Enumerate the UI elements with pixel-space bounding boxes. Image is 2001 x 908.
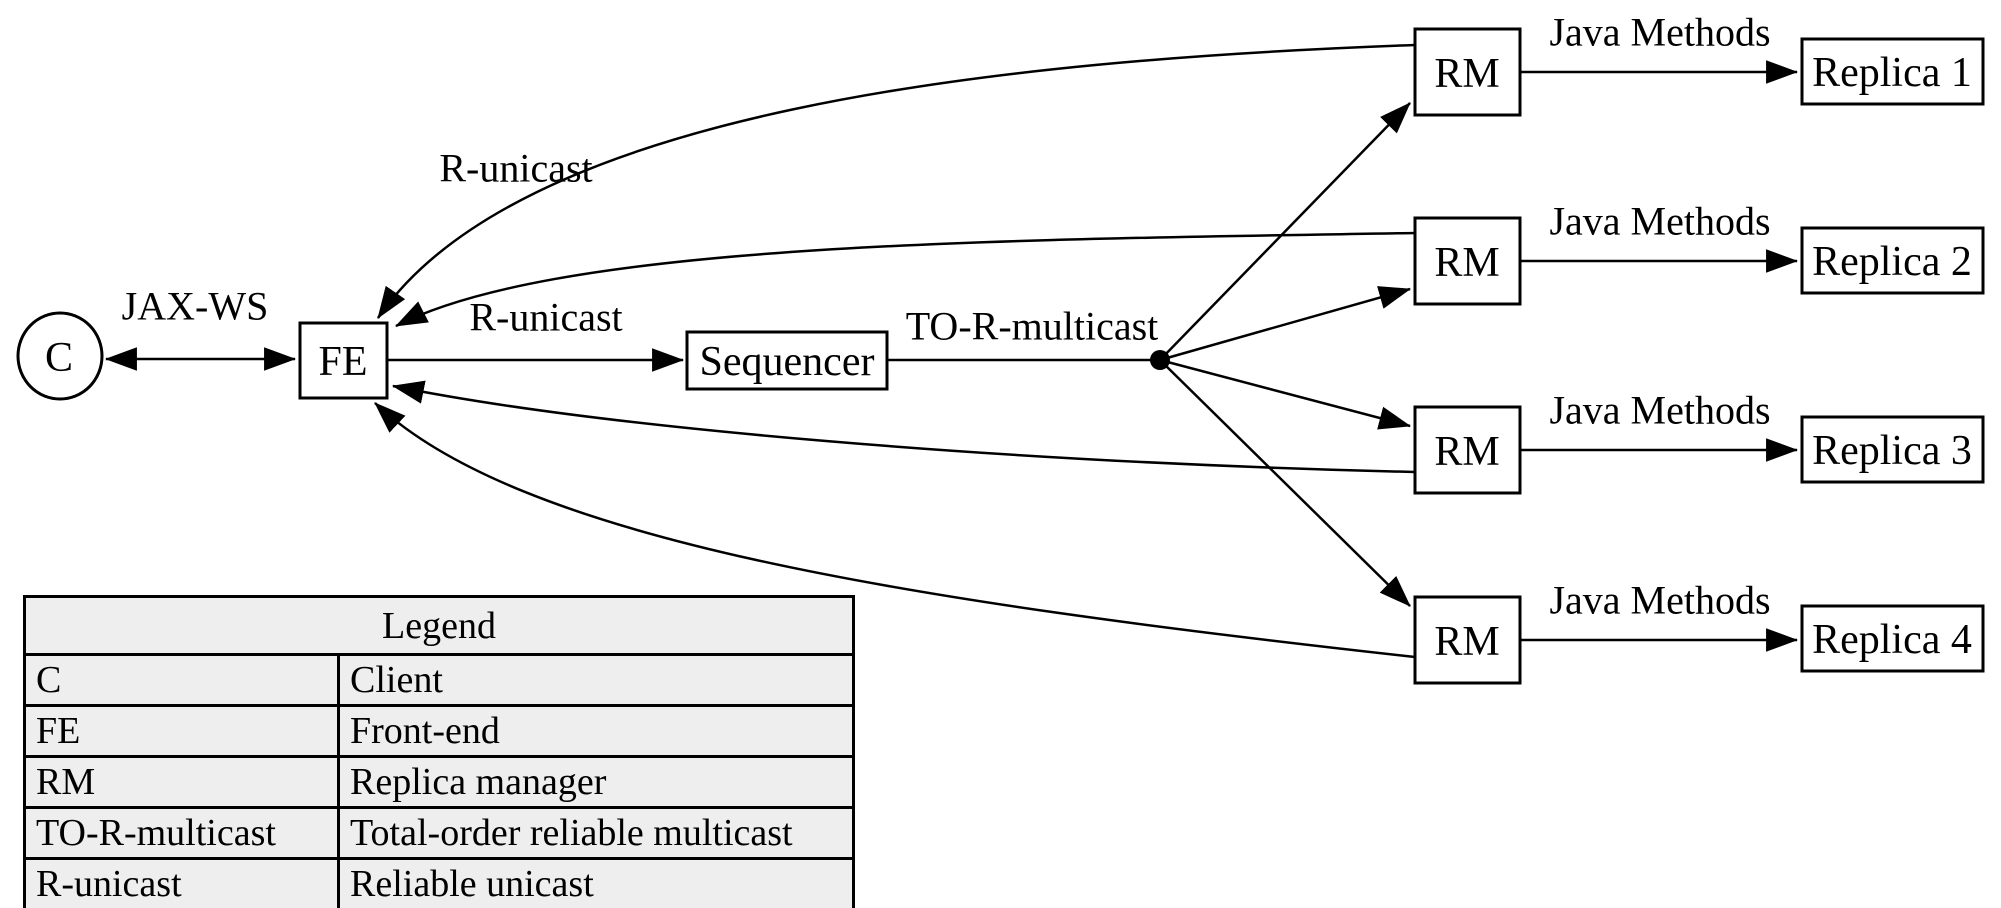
legend-table: Legend C Client FE Front-end RM Replica … <box>23 595 855 908</box>
legend-abbr: C <box>23 653 340 707</box>
java-methods-label-4: Java Methods <box>1549 578 1770 623</box>
to-r-multicast-label: TO-R-multicast <box>906 304 1159 349</box>
jax-ws-label: JAX-WS <box>122 284 269 329</box>
legend-abbr: FE <box>23 704 340 758</box>
legend-meaning: Front-end <box>337 704 855 758</box>
edge-junction-rm1 <box>1159 102 1411 361</box>
legend-meaning: Reliable unicast <box>337 857 855 908</box>
frontend-label: FE <box>318 339 367 385</box>
legend-row-frontend: FE Front-end <box>23 704 855 758</box>
rm3-label: RM <box>1434 429 1499 475</box>
multicast-junction-dot <box>1150 350 1170 370</box>
client-node <box>16 311 104 401</box>
legend-abbr: RM <box>23 755 340 809</box>
legend-meaning: Total-order reliable multicast <box>337 806 855 860</box>
rm1-label: RM <box>1434 51 1499 97</box>
legend-meaning: Replica manager <box>337 755 855 809</box>
replica4-label: Replica 4 <box>1812 617 1972 663</box>
sequencer-label: Sequencer <box>700 339 875 385</box>
java-methods-label-1: Java Methods <box>1549 10 1770 55</box>
rm1-node <box>1413 27 1522 117</box>
legend-row-client: C Client <box>23 653 855 707</box>
rm2-node <box>1413 216 1522 306</box>
edge-rm1-fe-return <box>376 43 1416 319</box>
client-label: C <box>45 335 73 381</box>
rm4-label: RM <box>1434 619 1499 665</box>
edge-junction-rm4 <box>1159 359 1411 607</box>
rm4-node <box>1413 595 1522 685</box>
rm2-label: RM <box>1434 240 1499 286</box>
replica2-label: Replica 2 <box>1812 239 1972 285</box>
edge-rm3-fe-return <box>391 380 1416 474</box>
replica1-label: Replica 1 <box>1812 50 1972 96</box>
sequencer-node <box>685 330 889 391</box>
rm3-node <box>1413 405 1522 495</box>
edge-junction-rm2 <box>1159 286 1412 362</box>
replica4-node <box>1800 604 1985 673</box>
replica3-node <box>1800 415 1985 484</box>
legend-header-row: Legend <box>23 595 855 656</box>
edge-junction-rm3 <box>1159 358 1412 430</box>
legend-meaning: Client <box>337 653 855 707</box>
frontend-node <box>298 321 389 400</box>
legend-title: Legend <box>23 595 855 656</box>
java-methods-label-2: Java Methods <box>1549 199 1770 244</box>
replica3-label: Replica 3 <box>1812 428 1972 474</box>
edge-rm4-fe-return <box>374 402 1416 659</box>
legend-abbr: R-unicast <box>23 857 340 908</box>
edge-rm2-fe-return <box>395 231 1416 328</box>
r-unicast-mid-label: R-unicast <box>469 295 622 340</box>
legend-abbr: TO-R-multicast <box>23 806 340 860</box>
legend-row-r-unicast: R-unicast Reliable unicast <box>23 857 855 908</box>
replica1-node <box>1800 37 1985 106</box>
legend-row-to-r-multicast: TO-R-multicast Total-order reliable mult… <box>23 806 855 860</box>
replica2-node <box>1800 226 1985 295</box>
java-methods-label-3: Java Methods <box>1549 388 1770 433</box>
r-unicast-top-label: R-unicast <box>439 146 592 191</box>
legend-row-rm: RM Replica manager <box>23 755 855 809</box>
